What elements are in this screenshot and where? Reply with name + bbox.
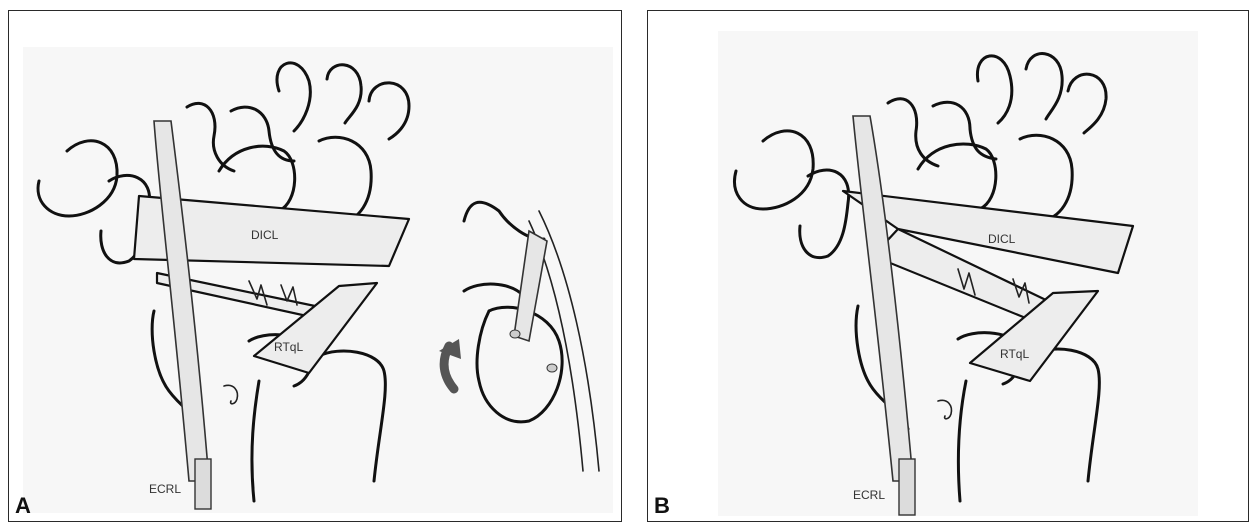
wrist-diagram-a: DICL RTqL ECRL — [9, 11, 622, 522]
rtql-label: RTqL — [274, 340, 303, 354]
dicl-label: DICL — [251, 228, 279, 242]
bone-anchor-2 — [547, 364, 557, 372]
dicl-label: DICL — [988, 232, 1016, 246]
ecrl-label: ECRL — [853, 488, 885, 502]
panel-a: DICL RTqL ECRL A — [8, 10, 622, 522]
bone-anchor-1 — [510, 330, 520, 338]
ecrl-tendon-end — [195, 459, 211, 509]
ecrl-tendon-end — [899, 459, 915, 515]
panel-a-letter: A — [15, 493, 31, 519]
panel-b: DICL RTqL ECRL B — [647, 10, 1249, 522]
wrist-diagram-b: DICL RTqL ECRL — [648, 11, 1249, 522]
panel-b-letter: B — [654, 493, 670, 519]
ecrl-label: ECRL — [149, 482, 181, 496]
rtql-label: RTqL — [1000, 347, 1029, 361]
